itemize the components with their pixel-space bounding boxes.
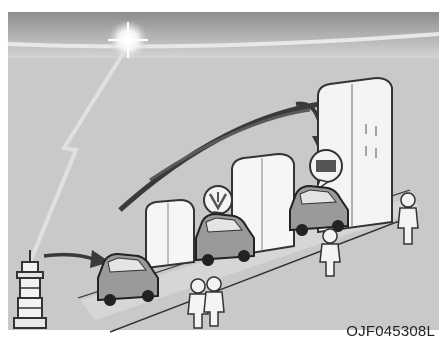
satellite-icon [108, 20, 148, 60]
building-icon [146, 200, 194, 268]
sky-band [8, 12, 439, 58]
figure-code-label: OJF045308L [346, 323, 435, 340]
